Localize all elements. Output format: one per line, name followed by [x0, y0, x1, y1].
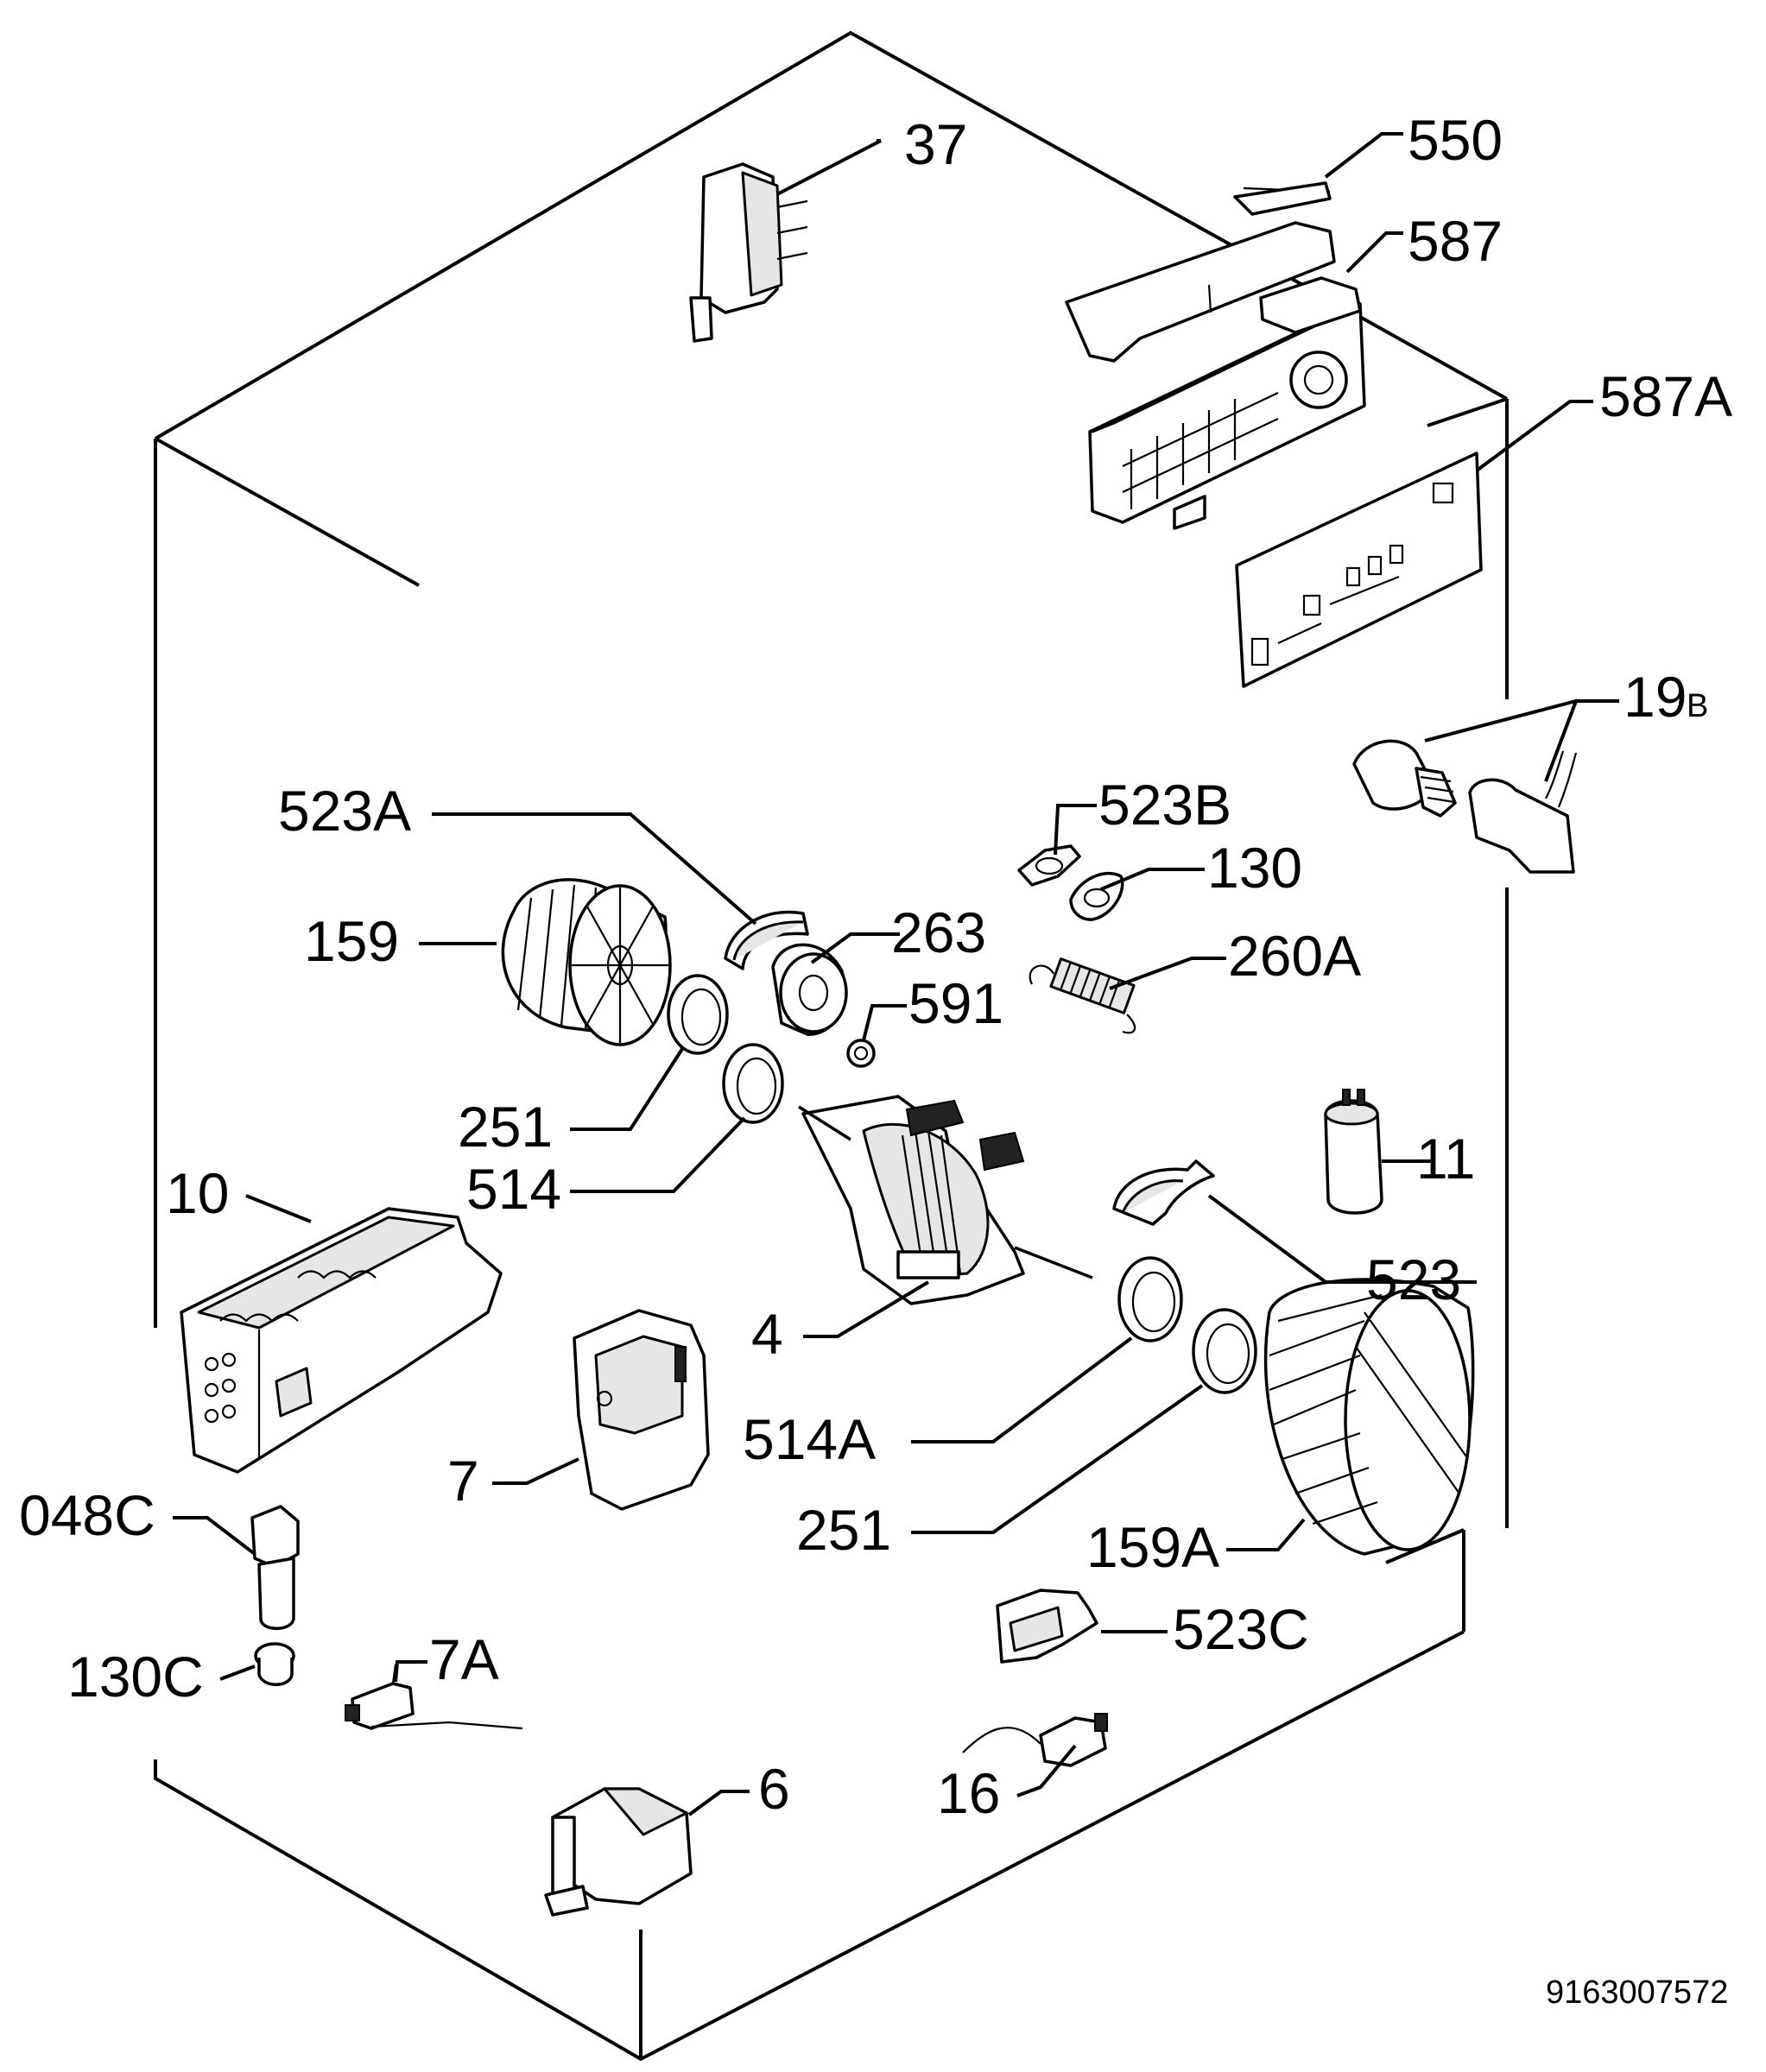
- label-7: 7: [447, 1449, 479, 1513]
- label-251-top: 251: [458, 1095, 553, 1159]
- label-048C: 048C: [19, 1483, 155, 1547]
- label-523C: 523C: [1173, 1597, 1309, 1661]
- label-159A: 159A: [1086, 1515, 1219, 1579]
- capacitor-11: [1324, 1089, 1383, 1215]
- clamp-523: [1112, 1159, 1215, 1226]
- heater-10: [180, 1207, 503, 1474]
- label-523B: 523B: [1098, 773, 1231, 837]
- diagram-reference-number: 9163007572: [1546, 1974, 1728, 2011]
- bearing-251-top: [667, 974, 729, 1055]
- bearing-514: [722, 1043, 784, 1124]
- pump-6: [544, 1787, 693, 1917]
- pulley-263: [771, 943, 848, 1036]
- door-lock-7: [573, 1309, 710, 1511]
- label-587: 587: [1408, 209, 1503, 273]
- drum-159: [501, 878, 672, 1046]
- clamp-523A: [724, 910, 809, 970]
- circuit-board-587A: [1235, 452, 1483, 688]
- label-4: 4: [751, 1302, 783, 1366]
- label-587A: 587A: [1599, 364, 1732, 428]
- bearing-514A: [1117, 1256, 1183, 1342]
- label-11: 11: [1416, 1127, 1476, 1191]
- label-251-bottom: 251: [796, 1498, 891, 1562]
- label-523: 523: [1366, 1248, 1461, 1311]
- microswitch-7A: [345, 1664, 523, 1730]
- label-16: 16: [937, 1761, 1000, 1825]
- motor-4: [798, 1095, 1093, 1305]
- cover-550: [1065, 181, 1336, 363]
- label-130: 130: [1207, 836, 1302, 900]
- label-550: 550: [1408, 108, 1503, 172]
- label-263: 263: [891, 900, 986, 964]
- sensor-048C: [250, 1505, 300, 1630]
- label-37: 37: [904, 112, 967, 176]
- leader-lines: [173, 132, 1619, 1816]
- grommet-130C: [254, 1642, 295, 1686]
- label-260A: 260A: [1228, 924, 1361, 988]
- control-module-587: [1088, 276, 1366, 530]
- label-6: 6: [758, 1757, 790, 1821]
- label-130C: 130C: [67, 1645, 204, 1709]
- spring-260A: [1029, 957, 1136, 1034]
- label-19B-suffix: B: [1687, 688, 1708, 724]
- switch-16: [962, 1713, 1108, 1767]
- label-10: 10: [166, 1161, 229, 1225]
- label-7A: 7A: [429, 1627, 499, 1691]
- holder-523C: [996, 1589, 1098, 1664]
- label-591: 591: [908, 971, 1003, 1035]
- label-523A: 523A: [278, 779, 411, 843]
- bearing-251-bottom: [1192, 1308, 1257, 1394]
- sensor-19B: [1352, 739, 1578, 874]
- part-labels: 37 550 587 587A 19 B 523A 523B 130 159 2…: [19, 108, 1732, 1825]
- label-514: 514: [466, 1157, 561, 1221]
- label-514A: 514A: [743, 1407, 876, 1471]
- clip-523B: [1017, 844, 1081, 887]
- label-19B: 19: [1624, 665, 1687, 729]
- bracket-37: [689, 162, 808, 343]
- washer-130: [1069, 871, 1124, 921]
- fan-159A: [1263, 1278, 1475, 1556]
- ring-591: [846, 1039, 876, 1068]
- label-159: 159: [304, 909, 399, 973]
